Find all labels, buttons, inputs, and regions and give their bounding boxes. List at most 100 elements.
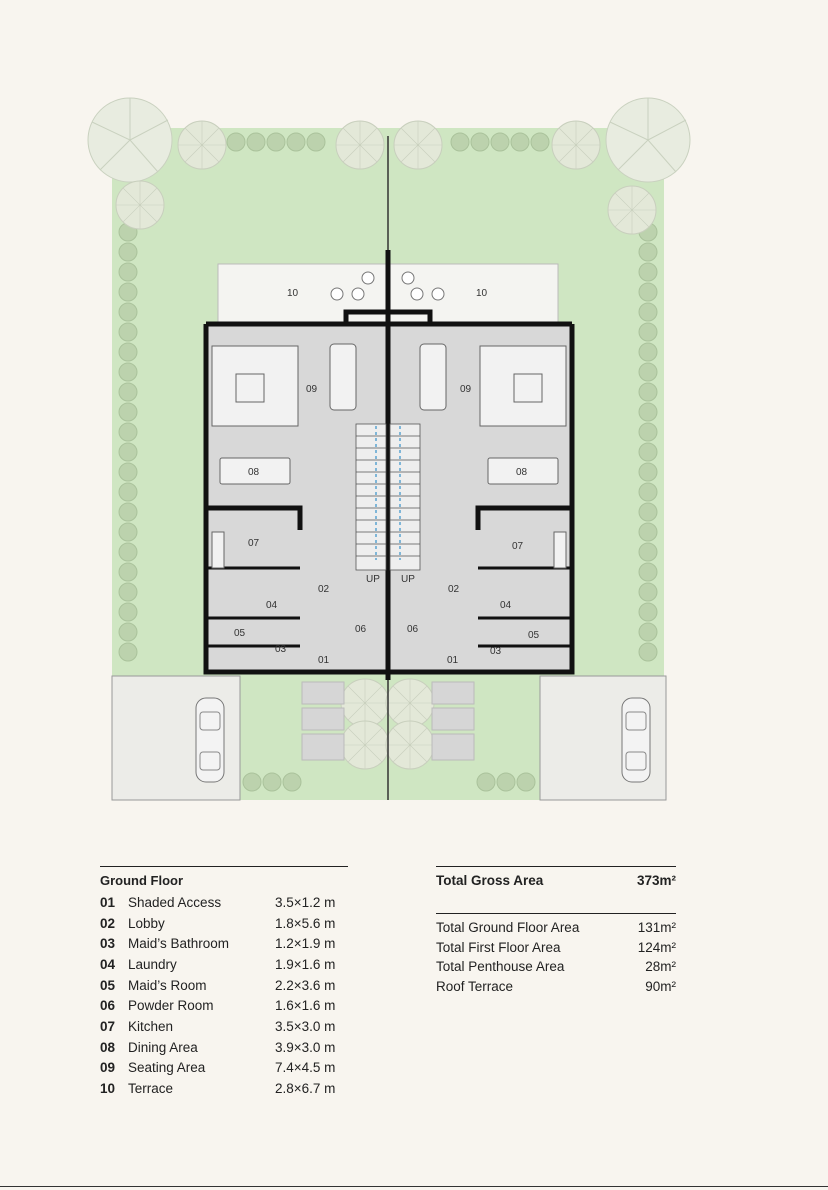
schedule-row: 03 Maid’s Bathroom 1.2×1.9 m [100,933,348,954]
stair-up-right: UP [401,574,415,585]
schedule-row: 09 Seating Area 7.4×4.5 m [100,1058,348,1079]
paving [301,681,475,761]
tree-shrub-left [177,120,227,170]
schedule-num: 07 [100,1018,116,1034]
tag-06-left: 06 [355,624,367,635]
schedule-num: 04 [100,956,116,972]
schedule-dim: 1.8×5.6 m [275,915,336,931]
schedule-name: Kitchen [128,1018,174,1034]
schedule-name: Maid’s Bathroom [128,936,230,952]
tree-front-2 [385,678,435,728]
stair-up-left: UP [366,574,380,585]
furniture-right [419,343,567,569]
hedge-left [118,222,138,662]
tag-03-right: 03 [490,646,502,657]
schedule-name: Terrace [128,1081,174,1097]
tag-03-left: 03 [275,644,287,655]
car-right [621,697,651,783]
schedule-name: Lobby [128,915,165,931]
schedule-name: Seating Area [128,1060,206,1076]
stairs [355,423,421,571]
tag-02-right: 02 [448,584,460,595]
hedge-bottom [242,772,536,792]
tag-10-right: 10 [476,288,488,299]
schedule-num: 02 [100,915,116,931]
tree-top-center-right [393,120,443,170]
total-gross-value: 373m² [636,873,676,888]
tag-09-left: 09 [306,384,318,395]
tree-shrub-left-lower [115,180,165,230]
area-label: Total Penthouse Area [436,959,565,975]
terrace-chairs [330,271,445,301]
schedule-num: 05 [100,977,116,993]
tag-05-right: 05 [528,630,540,641]
tree-front-4 [385,720,435,770]
schedule-name: Laundry [128,956,177,972]
tree-shrub-right [551,120,601,170]
car-left [195,697,225,783]
tag-04-left: 04 [266,600,278,611]
area-row: Total First Floor Area 124m² [436,938,676,958]
total-gross-area: Total Gross Area 373m² [436,866,676,913]
tag-08-left: 08 [248,467,260,478]
area-value: 124m² [637,939,676,955]
footer-rule [0,1186,828,1187]
tag-04-right: 04 [500,600,512,611]
schedule-dim: 3.5×3.0 m [275,1018,336,1034]
area-label: Total First Floor Area [436,939,561,955]
schedule-title: Ground Floor [100,873,184,888]
tag-10-left: 10 [287,288,299,299]
area-value: 28m² [645,959,676,975]
tree-shrub-right-lower [607,185,657,235]
total-gross-label: Total Gross Area [436,873,544,888]
area-value: 90m² [645,978,676,994]
area-row: Total Ground Floor Area 131m² [436,918,676,938]
schedule-dim: 1.9×1.6 m [275,956,336,972]
schedule-name: Powder Room [128,998,214,1014]
hedge-right [638,222,658,662]
tag-08-right: 08 [516,467,528,478]
tag-07-right: 07 [512,541,524,552]
area-summary: Total Gross Area 373m² Total Ground Floo… [436,866,676,996]
walls [203,250,575,680]
tag-06-right: 06 [407,624,419,635]
schedule-num: 03 [100,936,116,952]
schedule-dim: 1.2×1.9 m [275,936,336,952]
tree-top-center-left [335,120,385,170]
tree-front-1 [340,678,390,728]
furniture-left [211,343,357,569]
schedule-dim: 1.6×1.6 m [275,998,336,1014]
area-rows: Total Ground Floor Area 131m² Total First … [436,913,676,996]
area-label: Total Ground Floor Area [436,920,580,936]
tag-01-right: 01 [447,655,459,666]
tag-01-left: 01 [318,655,330,666]
area-row: Roof Terrace 90m² [436,977,676,997]
area-value: 131m² [637,920,676,936]
tree-top-left [87,97,173,183]
tree-front-3 [340,720,390,770]
tree-top-right [605,97,691,183]
tag-09-right: 09 [460,384,472,395]
schedule-row: 07 Kitchen 3.5×3.0 m [100,1016,348,1037]
schedule-dim: 3.9×3.0 m [275,1039,336,1055]
hedge-top [226,132,550,152]
tag-05-left: 05 [234,628,246,639]
schedule-row: 04 Laundry 1.9×1.6 m [100,954,348,975]
schedule-row: 02 Lobby 1.8×5.6 m [100,913,348,934]
schedule-name: Maid’s Room [128,977,207,993]
tag-07-left: 07 [248,538,260,549]
schedule-num: 01 [100,894,116,910]
schedule-num: 09 [100,1060,116,1076]
area-label: Roof Terrace [436,978,514,994]
schedule-num: 10 [100,1081,116,1097]
area-row: Total Penthouse Area 28m² [436,957,676,977]
schedule-dim: 7.4×4.5 m [275,1060,336,1076]
tag-02-left: 02 [318,584,330,595]
